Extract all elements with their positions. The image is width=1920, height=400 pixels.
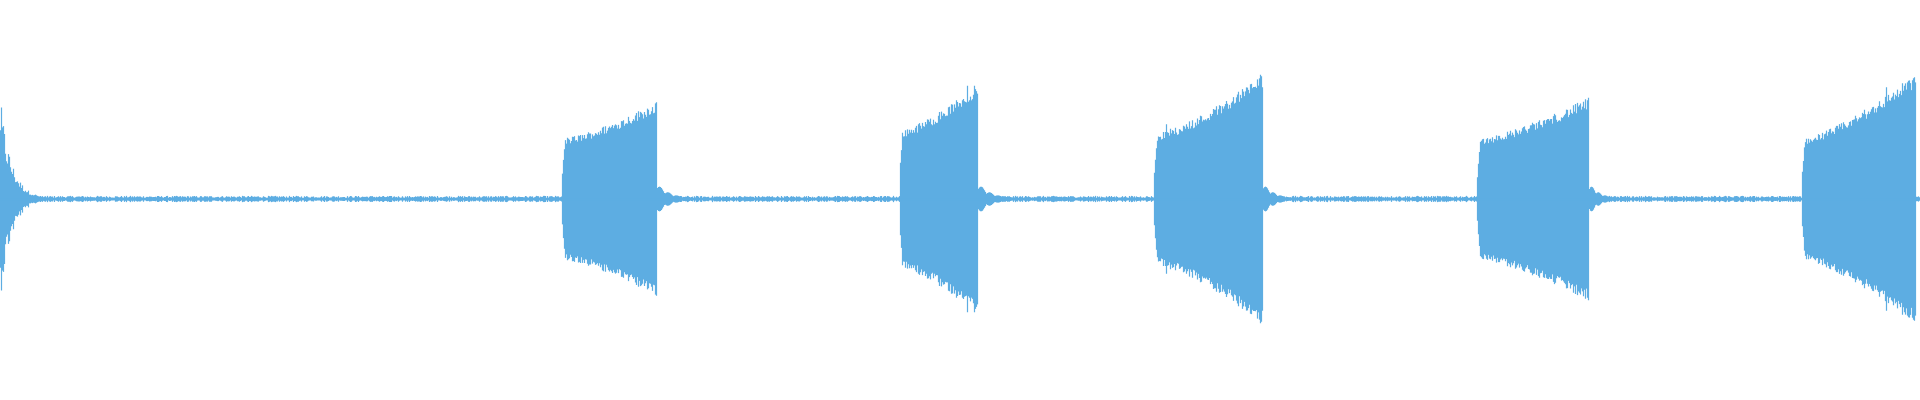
waveform-bars	[0, 74, 1920, 324]
